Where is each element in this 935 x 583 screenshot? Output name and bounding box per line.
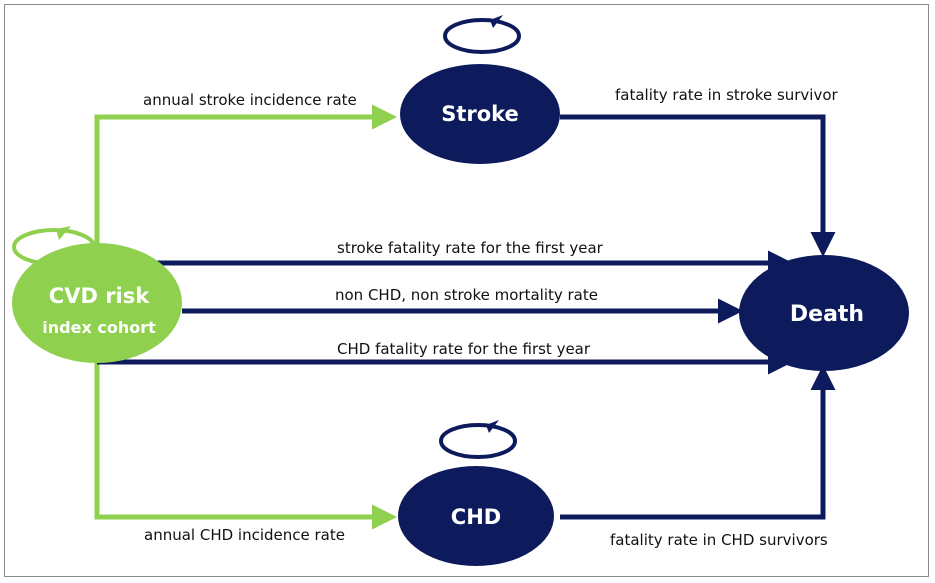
label-annual-chd: annual CHD incidence rate: [144, 526, 345, 544]
chd-label: CHD: [451, 505, 501, 529]
label-chd-first-year: CHD fatality rate for the first year: [337, 340, 591, 358]
chd-loop-arrowhead: [486, 420, 499, 433]
stroke-label: Stroke: [441, 102, 519, 126]
edge-annual-stroke: [94, 104, 397, 270]
chd-self-loop: [439, 420, 517, 459]
node-death: Death: [739, 255, 909, 371]
node-chd: CHD: [398, 466, 554, 566]
node-cvd-risk: CVD risk index cohort: [12, 243, 182, 363]
edge-fatality-stroke-survivor: [560, 114, 836, 257]
label-non-chd-non-stroke: non CHD, non stroke mortality rate: [335, 286, 598, 304]
edge-fatality-chd-survivors: [560, 365, 836, 520]
cvd-label-line1: CVD risk: [49, 284, 150, 308]
stroke-self-loop: [443, 15, 521, 54]
death-label: Death: [790, 302, 864, 327]
cvd-loop-arrowhead: [56, 226, 71, 240]
node-stroke: Stroke: [400, 64, 560, 164]
label-fatality-chd-survivors: fatality rate in CHD survivors: [610, 531, 828, 549]
cvd-label-line2: index cohort: [42, 318, 156, 337]
label-stroke-first-year: stroke fatality rate for the first year: [337, 239, 604, 257]
label-annual-stroke: annual stroke incidence rate: [143, 91, 357, 109]
diagram-frame: [4, 4, 929, 577]
edge-annual-chd: [94, 335, 397, 530]
label-fatality-stroke-survivor: fatality rate in stroke survivor: [615, 86, 839, 104]
stroke-loop-arrowhead: [490, 15, 503, 28]
